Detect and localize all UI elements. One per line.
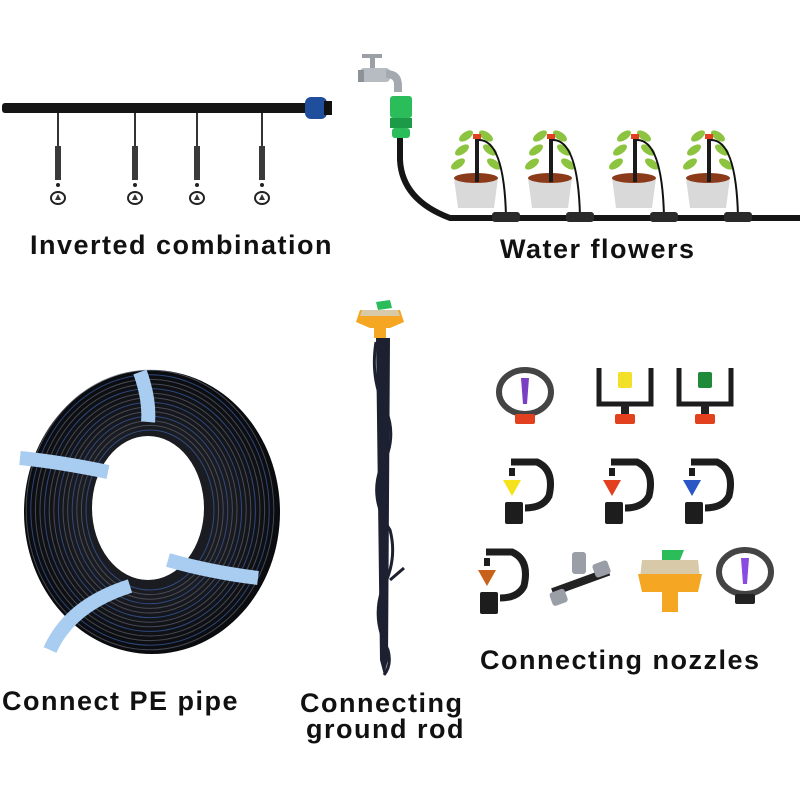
nozzle-hook <box>603 458 654 524</box>
strap <box>166 553 259 585</box>
inverted-combination-illustration <box>2 97 332 205</box>
stake <box>376 338 390 675</box>
water-flowers-illustration <box>358 54 800 222</box>
water-flowers-panel: Water flowers <box>350 40 800 280</box>
inverted-combination-panel: Inverted combination <box>0 0 380 280</box>
nozzle-rotary-ring <box>716 547 774 604</box>
mister-cap <box>376 300 392 310</box>
potted-plant <box>609 130 678 222</box>
potted-plant <box>683 130 752 222</box>
pe-pipe-label: Connect PE pipe <box>2 686 240 716</box>
pipe-end-cap <box>324 101 332 115</box>
ground-rod-label-line1: Connecting <box>300 688 464 718</box>
micro-tube <box>372 341 395 676</box>
potted-plant <box>451 130 520 222</box>
hanger-sprinkler <box>189 113 205 205</box>
strap <box>133 369 156 423</box>
strap <box>43 579 133 654</box>
faucet-icon <box>358 54 402 92</box>
main-pipe <box>2 103 312 113</box>
ground-rod-label-line2: ground rod <box>306 714 465 744</box>
pe-pipe-panel: Connect PE pipe <box>0 360 300 720</box>
nozzle-frame <box>596 368 654 424</box>
hanger-sprinkler <box>50 113 66 205</box>
nozzles-panel: Connecting nozzles <box>478 360 800 690</box>
potted-plant <box>525 130 594 222</box>
water-flowers-label: Water flowers <box>500 234 696 264</box>
hanger-sprinkler <box>254 113 270 205</box>
nozzles-label: Connecting nozzles <box>480 645 761 675</box>
hose-connector <box>390 96 412 138</box>
ground-rod-illustration <box>356 300 405 676</box>
nozzle-rotary-ring <box>496 367 554 424</box>
nozzle-cross <box>549 552 611 606</box>
hanger-sprinkler <box>127 113 143 205</box>
nozzle-mister <box>638 550 702 612</box>
coil-hole <box>92 436 204 580</box>
nozzles-grid <box>478 367 774 614</box>
nozzle-hook <box>503 458 554 524</box>
inverted-combination-label: Inverted combination <box>30 230 334 260</box>
pipe-end-connector <box>305 97 327 119</box>
nozzle-frame <box>676 368 734 424</box>
feed-pipe <box>397 138 800 221</box>
strap <box>19 451 110 479</box>
nozzle-hook <box>478 548 529 614</box>
nozzle-hook <box>683 458 734 524</box>
pe-pipe-coil <box>19 369 280 654</box>
ground-rod-panel: Connecting ground rod <box>300 290 490 750</box>
